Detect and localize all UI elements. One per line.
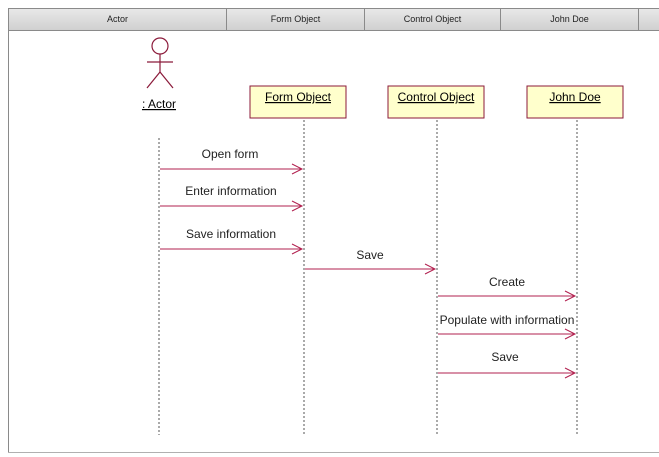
message-label-enter-information: Enter information	[185, 184, 276, 198]
header-form-object[interactable]: Form Object	[227, 9, 365, 30]
header-john-doe[interactable]: John Doe	[501, 9, 639, 30]
actor-label[interactable]: : Actor	[142, 97, 176, 111]
message-populate[interactable]	[438, 328, 577, 340]
message-create[interactable]	[438, 290, 577, 302]
header-actor[interactable]: Actor	[9, 9, 227, 30]
header-spacer	[639, 9, 659, 30]
object-john-doe-label: John Doe	[549, 90, 601, 104]
message-save-information[interactable]	[160, 243, 304, 255]
message-label-create: Create	[489, 275, 525, 289]
message-label-open-form: Open form	[202, 147, 259, 161]
object-control[interactable]: Control Object	[387, 85, 485, 119]
object-form[interactable]: Form Object	[249, 85, 347, 119]
object-form-label: Form Object	[265, 90, 332, 104]
column-header-bar: Actor Form Object Control Object John Do…	[9, 9, 659, 31]
object-john-doe[interactable]: John Doe	[526, 85, 624, 119]
message-open-form[interactable]	[160, 163, 304, 175]
diagram-frame	[8, 8, 659, 453]
object-control-label: Control Object	[398, 90, 475, 104]
message-enter-information[interactable]	[160, 200, 304, 212]
message-label-save-to-john: Save	[491, 350, 519, 364]
bottom-border	[8, 452, 659, 453]
header-control-object[interactable]: Control Object	[365, 9, 501, 30]
message-save-to-control[interactable]	[305, 263, 437, 275]
message-save-to-john[interactable]	[438, 367, 577, 379]
message-label-populate: Populate with information	[440, 313, 575, 327]
message-label-save-information: Save information	[186, 227, 276, 241]
message-label-save-to-control: Save	[356, 248, 384, 262]
actor-stick-figure-icon[interactable]	[146, 37, 174, 89]
